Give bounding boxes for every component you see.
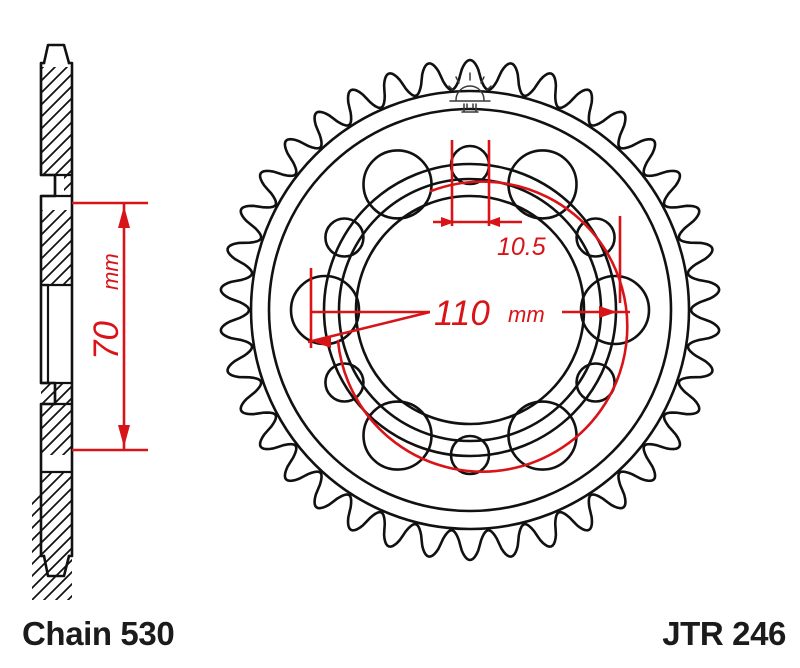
part-code-caption: JTR 246 <box>662 615 786 652</box>
hub-outer-circle <box>322 162 618 458</box>
chain-caption: Chain 530 <box>22 615 174 652</box>
small-hole <box>324 217 365 258</box>
section-hatch-lower-1 <box>41 383 72 455</box>
dim-label-110-value: 110 <box>434 294 490 333</box>
sprocket-teeth-outline <box>219 58 721 562</box>
section-web-plate <box>39 283 50 385</box>
arrow-110-left <box>314 336 331 348</box>
bolt-hole <box>579 274 651 346</box>
arrow-70-down <box>118 425 130 447</box>
small-hole <box>575 362 616 403</box>
arrow-105-left <box>441 217 455 227</box>
dim-label-70-unit: mm <box>98 253 123 290</box>
arrow-110-right <box>599 306 617 318</box>
bolt-hole <box>362 400 433 471</box>
root-circle <box>249 89 691 531</box>
bolt-circle-arc <box>336 180 629 473</box>
bolt-hole-group <box>289 149 651 471</box>
small-hole <box>449 434 491 476</box>
centre-bore-circle <box>354 194 586 426</box>
dimension-110mm: 110 mm <box>307 180 630 473</box>
small-hole <box>575 217 616 258</box>
inner-rim-circle <box>267 107 673 513</box>
dim-label-110-unit: mm <box>508 302 545 327</box>
sunrise-logo <box>448 72 492 113</box>
small-hole <box>324 362 365 403</box>
section-hatch-lower-2 <box>32 472 72 600</box>
section-right-profile <box>67 61 74 558</box>
dimension-70mm: 70 mm <box>72 201 148 452</box>
section-tooth-tip-top <box>42 43 71 65</box>
arrow-105-right <box>486 217 500 227</box>
label-110-mask <box>430 287 562 331</box>
dim-label-70-value: 70 <box>87 321 126 360</box>
bolt-hole <box>362 149 433 220</box>
arrow-70-up <box>118 206 130 228</box>
small-hole-group <box>324 144 616 476</box>
dim-label-105: 10.5 <box>497 233 546 261</box>
side-section-view <box>32 43 74 600</box>
dimension-10-5: 10.5 <box>433 140 546 261</box>
front-face-view <box>219 58 721 562</box>
section-hatch-upper-2 <box>41 210 72 285</box>
